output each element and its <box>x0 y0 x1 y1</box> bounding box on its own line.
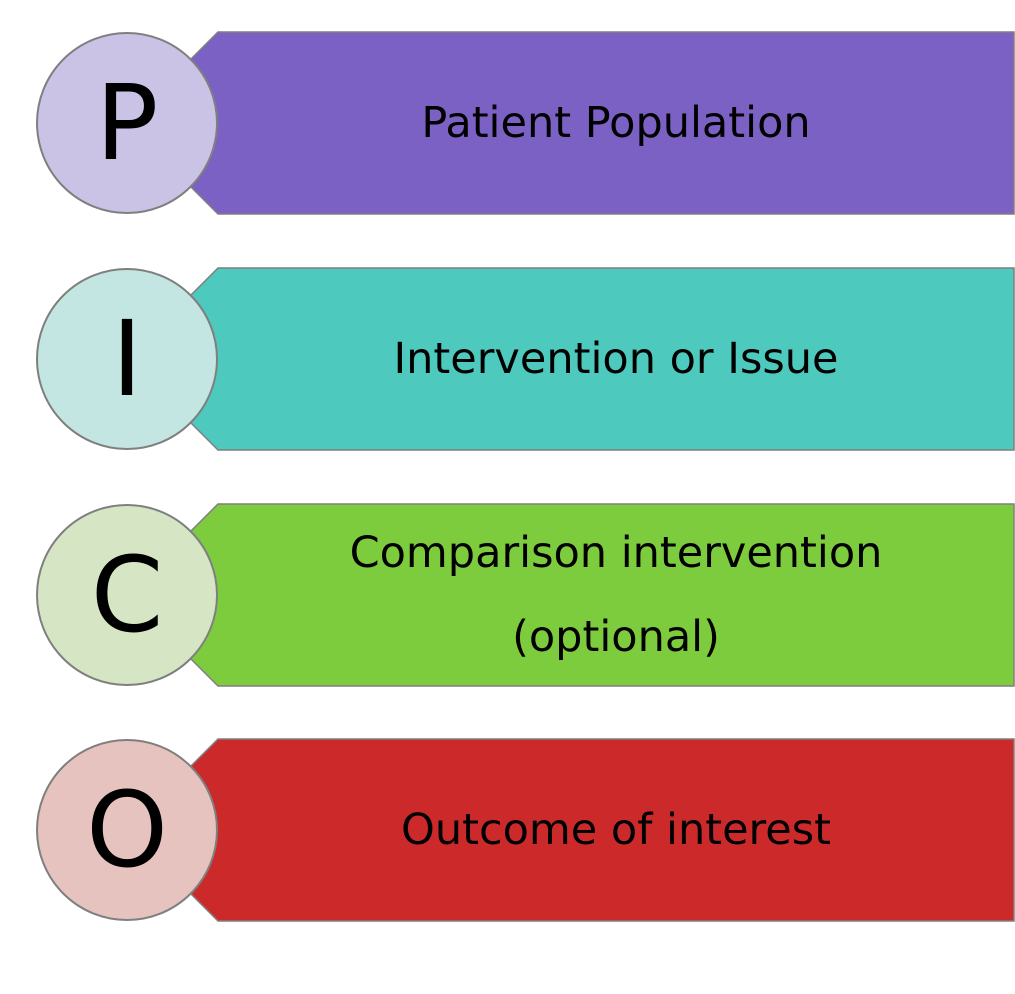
pico-label-p-text: Patient Population <box>421 98 811 148</box>
pico-row-i: I Intervention or Issue <box>0 267 1015 451</box>
pico-letter-c: C <box>90 534 164 656</box>
pico-row-o-shapes <box>36 738 1015 922</box>
pico-row-o: O Outcome of interest <box>0 738 1015 922</box>
pico-circle-p <box>36 32 218 214</box>
pico-row-c-shapes <box>36 503 1015 687</box>
pico-label-i-text: Intervention or Issue <box>393 334 839 384</box>
pico-circle-o <box>36 739 218 921</box>
pico-row-p: P Patient Population <box>0 31 1015 215</box>
pico-circle-c <box>36 504 218 686</box>
pico-circle-i <box>36 268 218 450</box>
pico-label-o-text: Outcome of interest <box>401 805 831 855</box>
pico-letter-i: I <box>111 298 143 420</box>
pico-label-c: Comparison intervention (optional) <box>218 503 1014 687</box>
pico-letter-p: P <box>95 62 159 184</box>
pico-row-c: C Comparison intervention (optional) <box>0 503 1015 687</box>
pico-label-c-text: Comparison intervention (optional) <box>349 528 883 662</box>
pico-label-p: Patient Population <box>218 31 1014 215</box>
pico-row-i-shapes <box>36 267 1015 451</box>
pico-row-p-shapes <box>36 31 1015 215</box>
pico-label-i: Intervention or Issue <box>218 267 1014 451</box>
pico-label-o: Outcome of interest <box>218 738 1014 922</box>
pico-letter-o: O <box>86 769 168 891</box>
